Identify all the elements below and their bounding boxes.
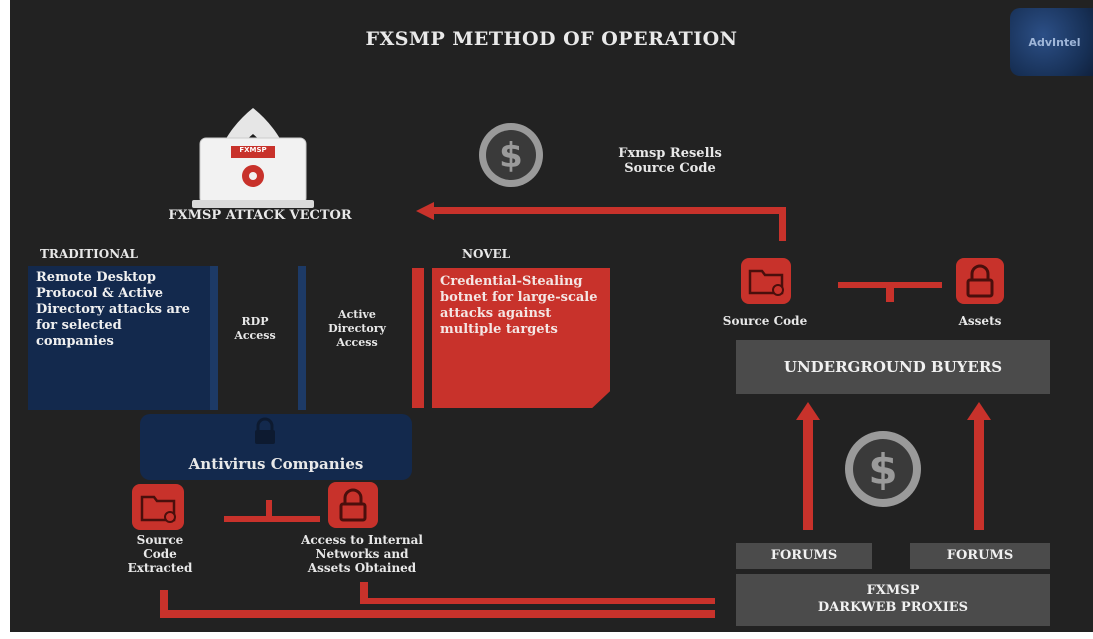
antivirus-lock-icon bbox=[255, 417, 275, 444]
novel-heading: NOVEL bbox=[462, 247, 511, 261]
ad-line-2: Directory bbox=[328, 322, 386, 335]
assets-lock-tile bbox=[956, 258, 1004, 304]
hacker-icon bbox=[192, 108, 314, 208]
diagram-title: FXSMP METHOD OF OPERATION bbox=[365, 28, 738, 50]
novel-description: Credential-Stealing botnet for large-sca… bbox=[440, 274, 598, 337]
laptop-label: FXMSP bbox=[239, 146, 267, 154]
assets-label: Assets bbox=[958, 314, 1002, 328]
ad-divider bbox=[298, 266, 306, 410]
svg-text:$: $ bbox=[499, 136, 523, 176]
ad-line-3: Access bbox=[336, 336, 378, 349]
rdp-line-2: Access bbox=[234, 329, 276, 342]
forums-box-left: FORUMS bbox=[736, 543, 872, 569]
folder-icon bbox=[748, 269, 784, 296]
antivirus-panel bbox=[140, 414, 412, 480]
bottom-flow-right-horizontal bbox=[360, 598, 715, 604]
access-line-3: Assets Obtained bbox=[307, 561, 417, 575]
traditional-heading: TRADITIONAL bbox=[40, 247, 138, 261]
novel-divider bbox=[412, 268, 424, 408]
extracted-caption: Source Code Extracted bbox=[110, 533, 210, 575]
resell-caption: Fxmsp Resells Source Code bbox=[580, 146, 760, 176]
proxies-line-1: FXMSP bbox=[866, 583, 920, 598]
bottom-flow-left-vertical bbox=[160, 590, 168, 618]
forums-right-label: FORUMS bbox=[946, 548, 1014, 563]
darkweb-proxies-box: FXMSP DARKWEB PROXIES bbox=[736, 574, 1050, 626]
forums-left-label: FORUMS bbox=[770, 548, 838, 563]
lock-icon bbox=[966, 264, 994, 298]
rdp-access-label: RDP Access bbox=[220, 315, 290, 343]
resell-arrow-vertical bbox=[779, 207, 786, 241]
novel-description-panel: Credential-Stealing botnet for large-sca… bbox=[432, 268, 610, 408]
underground-buyers-label: UNDERGROUND BUYERS bbox=[783, 358, 1003, 376]
diagram-canvas: FXSMP METHOD OF OPERATION AdvIntel FXMSP… bbox=[10, 0, 1093, 632]
forums-box-right: FORUMS bbox=[910, 543, 1050, 569]
access-line-2: Networks and bbox=[315, 547, 409, 561]
extracted-line-3: Extracted bbox=[127, 561, 193, 575]
buyers-source-code-label: Source Code bbox=[722, 314, 808, 328]
resell-arrow-horizontal bbox=[430, 207, 786, 214]
traditional-description-panel: Remote Desktop Protocol & Active Directo… bbox=[28, 266, 210, 410]
extract-access-connector bbox=[224, 516, 320, 522]
attack-vector-caption: FXMSP ATTACK VECTOR bbox=[168, 208, 352, 223]
resell-line-2: Source Code bbox=[624, 161, 716, 176]
extracted-folder-tile bbox=[132, 484, 184, 530]
bottom-flow-left-horizontal bbox=[160, 610, 715, 618]
dollar-coin-icon: $ bbox=[845, 431, 921, 507]
antivirus-label: Antivirus Companies bbox=[188, 455, 364, 473]
ad-access-label: Active Directory Access bbox=[308, 308, 406, 350]
bottom-flow-right-vertical bbox=[360, 582, 368, 604]
right-up-arrowhead bbox=[967, 402, 991, 420]
extract-access-connector-stem bbox=[266, 500, 272, 522]
access-lock-tile bbox=[328, 482, 378, 528]
svg-text:$: $ bbox=[868, 445, 897, 494]
resell-arrowhead bbox=[416, 202, 434, 220]
advintel-logo: AdvIntel bbox=[1010, 8, 1093, 76]
logo-text: AdvIntel bbox=[1028, 35, 1081, 49]
extracted-line-2: Code bbox=[143, 547, 177, 561]
dollar-coin-icon: $ bbox=[479, 123, 543, 187]
proxies-line-2: DARKWEB PROXIES bbox=[817, 600, 969, 615]
ad-line-1: Active bbox=[338, 308, 376, 321]
access-obtained-caption: Access to Internal Networks and Assets O… bbox=[272, 533, 452, 575]
folder-icon bbox=[140, 495, 176, 523]
buyers-connector-stem bbox=[886, 282, 894, 302]
traditional-description: Remote Desktop Protocol & Active Directo… bbox=[36, 270, 191, 349]
underground-buyers-box: UNDERGROUND BUYERS bbox=[736, 340, 1050, 394]
rdp-line-1: RDP bbox=[241, 315, 269, 328]
rdp-divider bbox=[210, 266, 218, 410]
left-up-arrow-shaft bbox=[803, 418, 813, 530]
buyers-folder-tile bbox=[741, 258, 791, 304]
access-line-1: Access to Internal bbox=[301, 533, 423, 547]
resell-line-1: Fxmsp Resells bbox=[618, 146, 722, 161]
extracted-line-1: Source bbox=[136, 533, 184, 547]
left-up-arrowhead bbox=[796, 402, 820, 420]
right-up-arrow-shaft bbox=[974, 418, 984, 530]
lock-icon bbox=[339, 488, 367, 522]
